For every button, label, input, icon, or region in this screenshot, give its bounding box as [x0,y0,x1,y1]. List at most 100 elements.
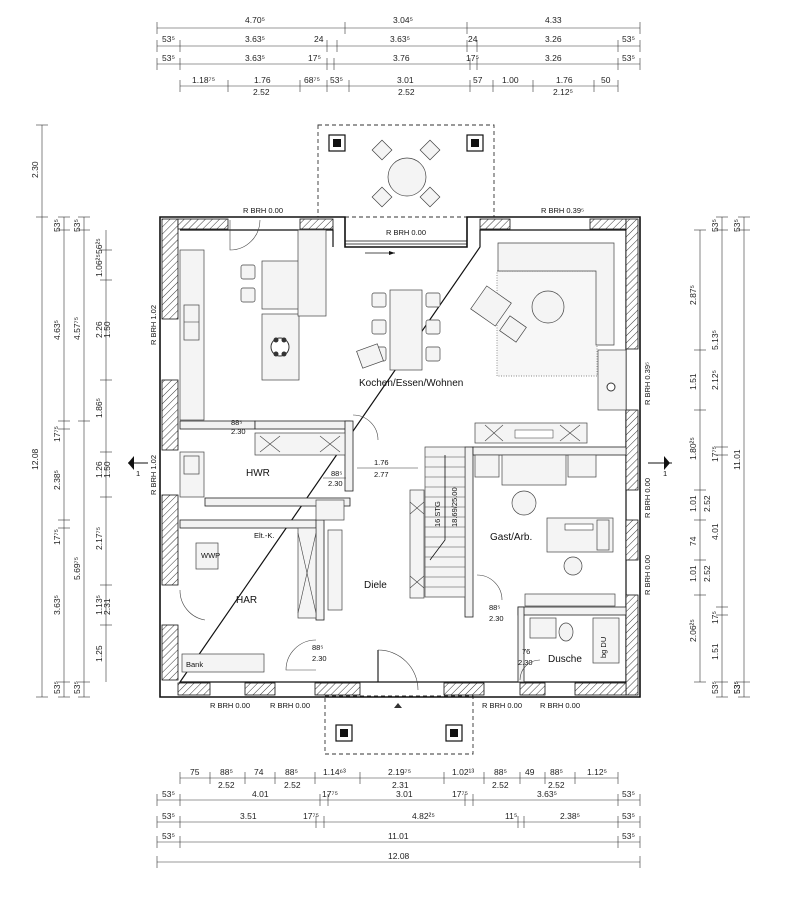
sill-bottom-2: R BRH 0.00 [270,701,310,710]
room-dusche: Dusche [548,654,582,665]
section-markers: 1 1 [128,456,672,478]
dim-top-3e: 17⁵ [466,53,479,63]
dim-right-1b: 2.87⁵ [688,285,698,305]
dim-left-4c: 2.31 [102,598,112,615]
door-4-width: 88⁵ [312,643,323,652]
door-3-width: 1.76 [374,458,389,467]
section-marker-right: 1 [663,469,667,478]
top-dimensions: 4.70⁵ 3.04⁵ 4.33 53⁵ 3.63⁵ 24 3.63⁵ 24 3… [156,15,641,97]
dim-left-2b: 4.57⁷⁵ [72,317,82,340]
dim-bot-5a: 53⁵ [162,831,175,841]
dim-bot-2a: 2.52 [218,780,235,790]
door-2-width: 88⁵ [331,469,342,478]
section-marker-left: 1 [136,469,140,478]
dim-bot-1b: 88⁵ [220,767,233,777]
dim-left-1e: 2.38⁵ [52,470,62,490]
right-dimensions: 53⁵ 2.87⁵ 1.51 1.80²⁵ 1.01 74 1.01 2.06²… [688,216,750,698]
door-labels: 88⁵ 2.30 88⁵ 2.30 1.76 2.77 88⁵ 2.30 88⁵… [231,418,533,667]
dim-right-2f: 2.52 [702,565,712,582]
dim-right-3c: 53⁵ [732,681,742,694]
dim-right-2h: 53⁵ [732,681,742,694]
terrace-top [317,124,495,218]
door-6-height: 2.30 [518,658,533,667]
door-5-height: 2.30 [489,614,504,623]
dim-top-2c: 24 [314,34,324,44]
dim-right-2g: 17⁵ [710,611,720,624]
dim-left-3h: 1.25 [94,645,104,662]
dim-top-4d: 53⁵ [330,75,343,85]
dim-bot-1g: 1.02¹³ [452,767,474,777]
dim-top-5b: 2.52 [398,87,415,97]
room-kitchen: Kochen/Essen/Wohnen [359,378,463,389]
dim-right-1g: 1.01 [688,565,698,582]
dim-top-4i: 50 [601,75,611,85]
dim-bot-4c: 17⁷⁵ [303,811,319,821]
dim-top-2g: 53⁵ [622,34,635,44]
left-dimensions: 2.30 53⁵ 4.63⁵ 17⁷⁵ 2.38⁵ 17⁷⁵ 3.63⁵ 53⁵… [30,124,112,698]
dim-right-2b: 2.12⁵ [710,370,720,390]
outer-walls [159,216,641,698]
sill-right-mid2: R BRH 0.00 [643,555,652,595]
room-har: HAR [236,595,257,606]
dim-left-3f: 2.17⁷⁵ [94,527,104,550]
room-labels: Kochen/Essen/Wohnen HWR HAR Diele Gast/A… [236,378,582,665]
dim-right-2d: 2.52 [702,495,712,512]
dim-left-2d: 53⁵ [72,681,82,694]
dim-bot-1e: 1.14⁶³ [323,767,346,777]
dim-left-2a: 53⁵ [72,219,82,232]
dim-top-2d: 3.63⁵ [390,34,410,44]
dim-bot-5b: 11.01 [388,831,409,841]
dim-left-2c: 5.69⁷⁵ [72,557,82,580]
dim-bot-3g: 53⁵ [622,789,635,799]
dim-left-3c: 2.26 [94,321,104,338]
sill-labels: R BRH 0.00 R BRH 0.39⁵ R BRH 0.00 R BRH … [149,206,652,710]
dim-bot-3b: 4.01 [252,789,269,799]
dim-top-5a: 2.52 [253,87,270,97]
dim-left-1b: 53⁵ [52,219,62,232]
dim-bot-4a: 53⁵ [162,811,175,821]
dim-right-2e: 4.01 [710,523,720,540]
dim-top-1b: 3.04⁵ [393,15,413,25]
dim-top-2e: 24 [468,34,478,44]
dim-bot-1a: 75 [190,767,200,777]
dim-left-4b: 1.50 [102,461,112,478]
fixture-bank: Bank [186,660,203,669]
dim-right-1e: 1.01 [688,495,698,512]
dim-left-1a: 2.30 [30,161,40,178]
sill-bottom-4: R BRH 0.00 [540,701,580,710]
sill-bottom-3: R BRH 0.00 [482,701,522,710]
stair-steps: 16 STG [433,501,442,527]
dim-bot-5c: 53⁵ [622,831,635,841]
dim-bot-4b: 3.51 [240,811,257,821]
dim-top-1a: 4.70⁵ [245,15,265,25]
fixture-labels: Bank Elt.-K. WWP bg DU [186,531,608,669]
dim-right-1i: 1.51 [710,643,720,660]
dim-top-3b: 3.63⁵ [245,53,265,63]
dim-left-4a: 1.50 [102,321,112,338]
dim-right-1h: 2.06²⁵ [688,619,698,642]
sill-top-left: R BRH 0.00 [243,206,283,215]
dim-left-3b: 1.06²⁵ [94,254,104,277]
dim-bot-2c: 2.31 [392,780,409,790]
dim-left-3e: 1.26 [94,461,104,478]
sill-top-center: R BRH 0.00 [386,228,426,237]
dim-left-3d: 1.86⁵ [94,398,104,418]
dim-bot-4e: 11⁵ [505,811,517,821]
dim-bot-4d: 4.82²⁵ [412,811,435,821]
dim-bot-6a: 12.08 [388,851,410,861]
sill-bottom-1: R BRH 0.00 [210,701,250,710]
dim-right-1f: 74 [688,536,698,546]
dim-bot-1c: 74 [254,767,264,777]
dim-bot-4f: 2.38⁵ [560,811,580,821]
dim-top-2a: 53⁵ [162,34,175,44]
dim-top-4a: 1.18⁷⁵ [192,75,215,85]
stair-labels: 16 STG 18.69/25.00 [433,487,459,527]
dim-top-4b: 1.76 [254,75,271,85]
dim-bot-3c: 17⁷⁵ [322,789,338,799]
sill-right-upper: R BRH 0.39⁵ [643,362,652,405]
room-gast: Gast/Arb. [490,532,532,543]
entrance-bottom [324,695,474,755]
interior-walls [179,219,627,691]
dim-bot-1h: 88⁵ [494,767,507,777]
fixture-bg-du: bg DU [599,637,608,658]
